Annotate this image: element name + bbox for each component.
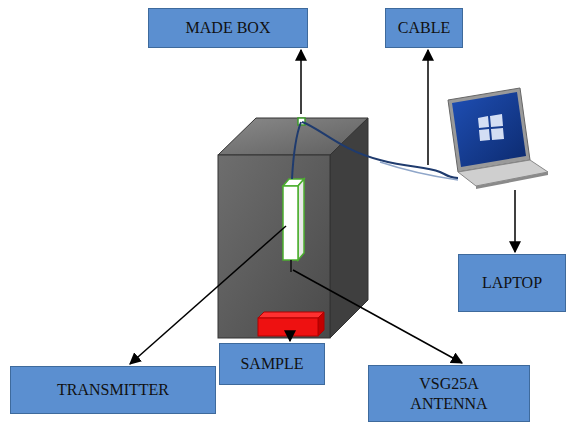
label-text: MADE BOX [186, 18, 271, 37]
label-box: VSG25A ANTENNA [368, 365, 530, 422]
label-box: TRANSMITTER [10, 366, 216, 414]
leader-arrow [289, 337, 291, 341]
label-text: CABLE [398, 18, 450, 37]
laptop-illustration [448, 88, 548, 189]
cable-wire [292, 122, 301, 179]
antenna-stub [290, 260, 292, 272]
label-text: LAPTOP [482, 273, 542, 292]
label-box: MADE BOX [148, 8, 308, 48]
label-box: SAMPLE [219, 343, 325, 385]
label-box: CABLE [385, 8, 463, 48]
leader-arrow [514, 190, 516, 252]
label-text: VSG25A ANTENNA [394, 374, 504, 412]
cable-wire [302, 122, 458, 178]
sample-block [258, 312, 324, 336]
cable-port [298, 118, 305, 125]
transmitter-bar [283, 179, 304, 260]
made-box-cube [218, 118, 368, 338]
cable-wire [380, 162, 458, 180]
label-text: SAMPLE [240, 354, 303, 373]
leader-arrow [427, 50, 429, 165]
label-box: LAPTOP [458, 254, 566, 312]
label-text: TRANSMITTER [57, 380, 169, 399]
leader-arrows [130, 50, 515, 364]
leader-arrow [300, 50, 302, 114]
